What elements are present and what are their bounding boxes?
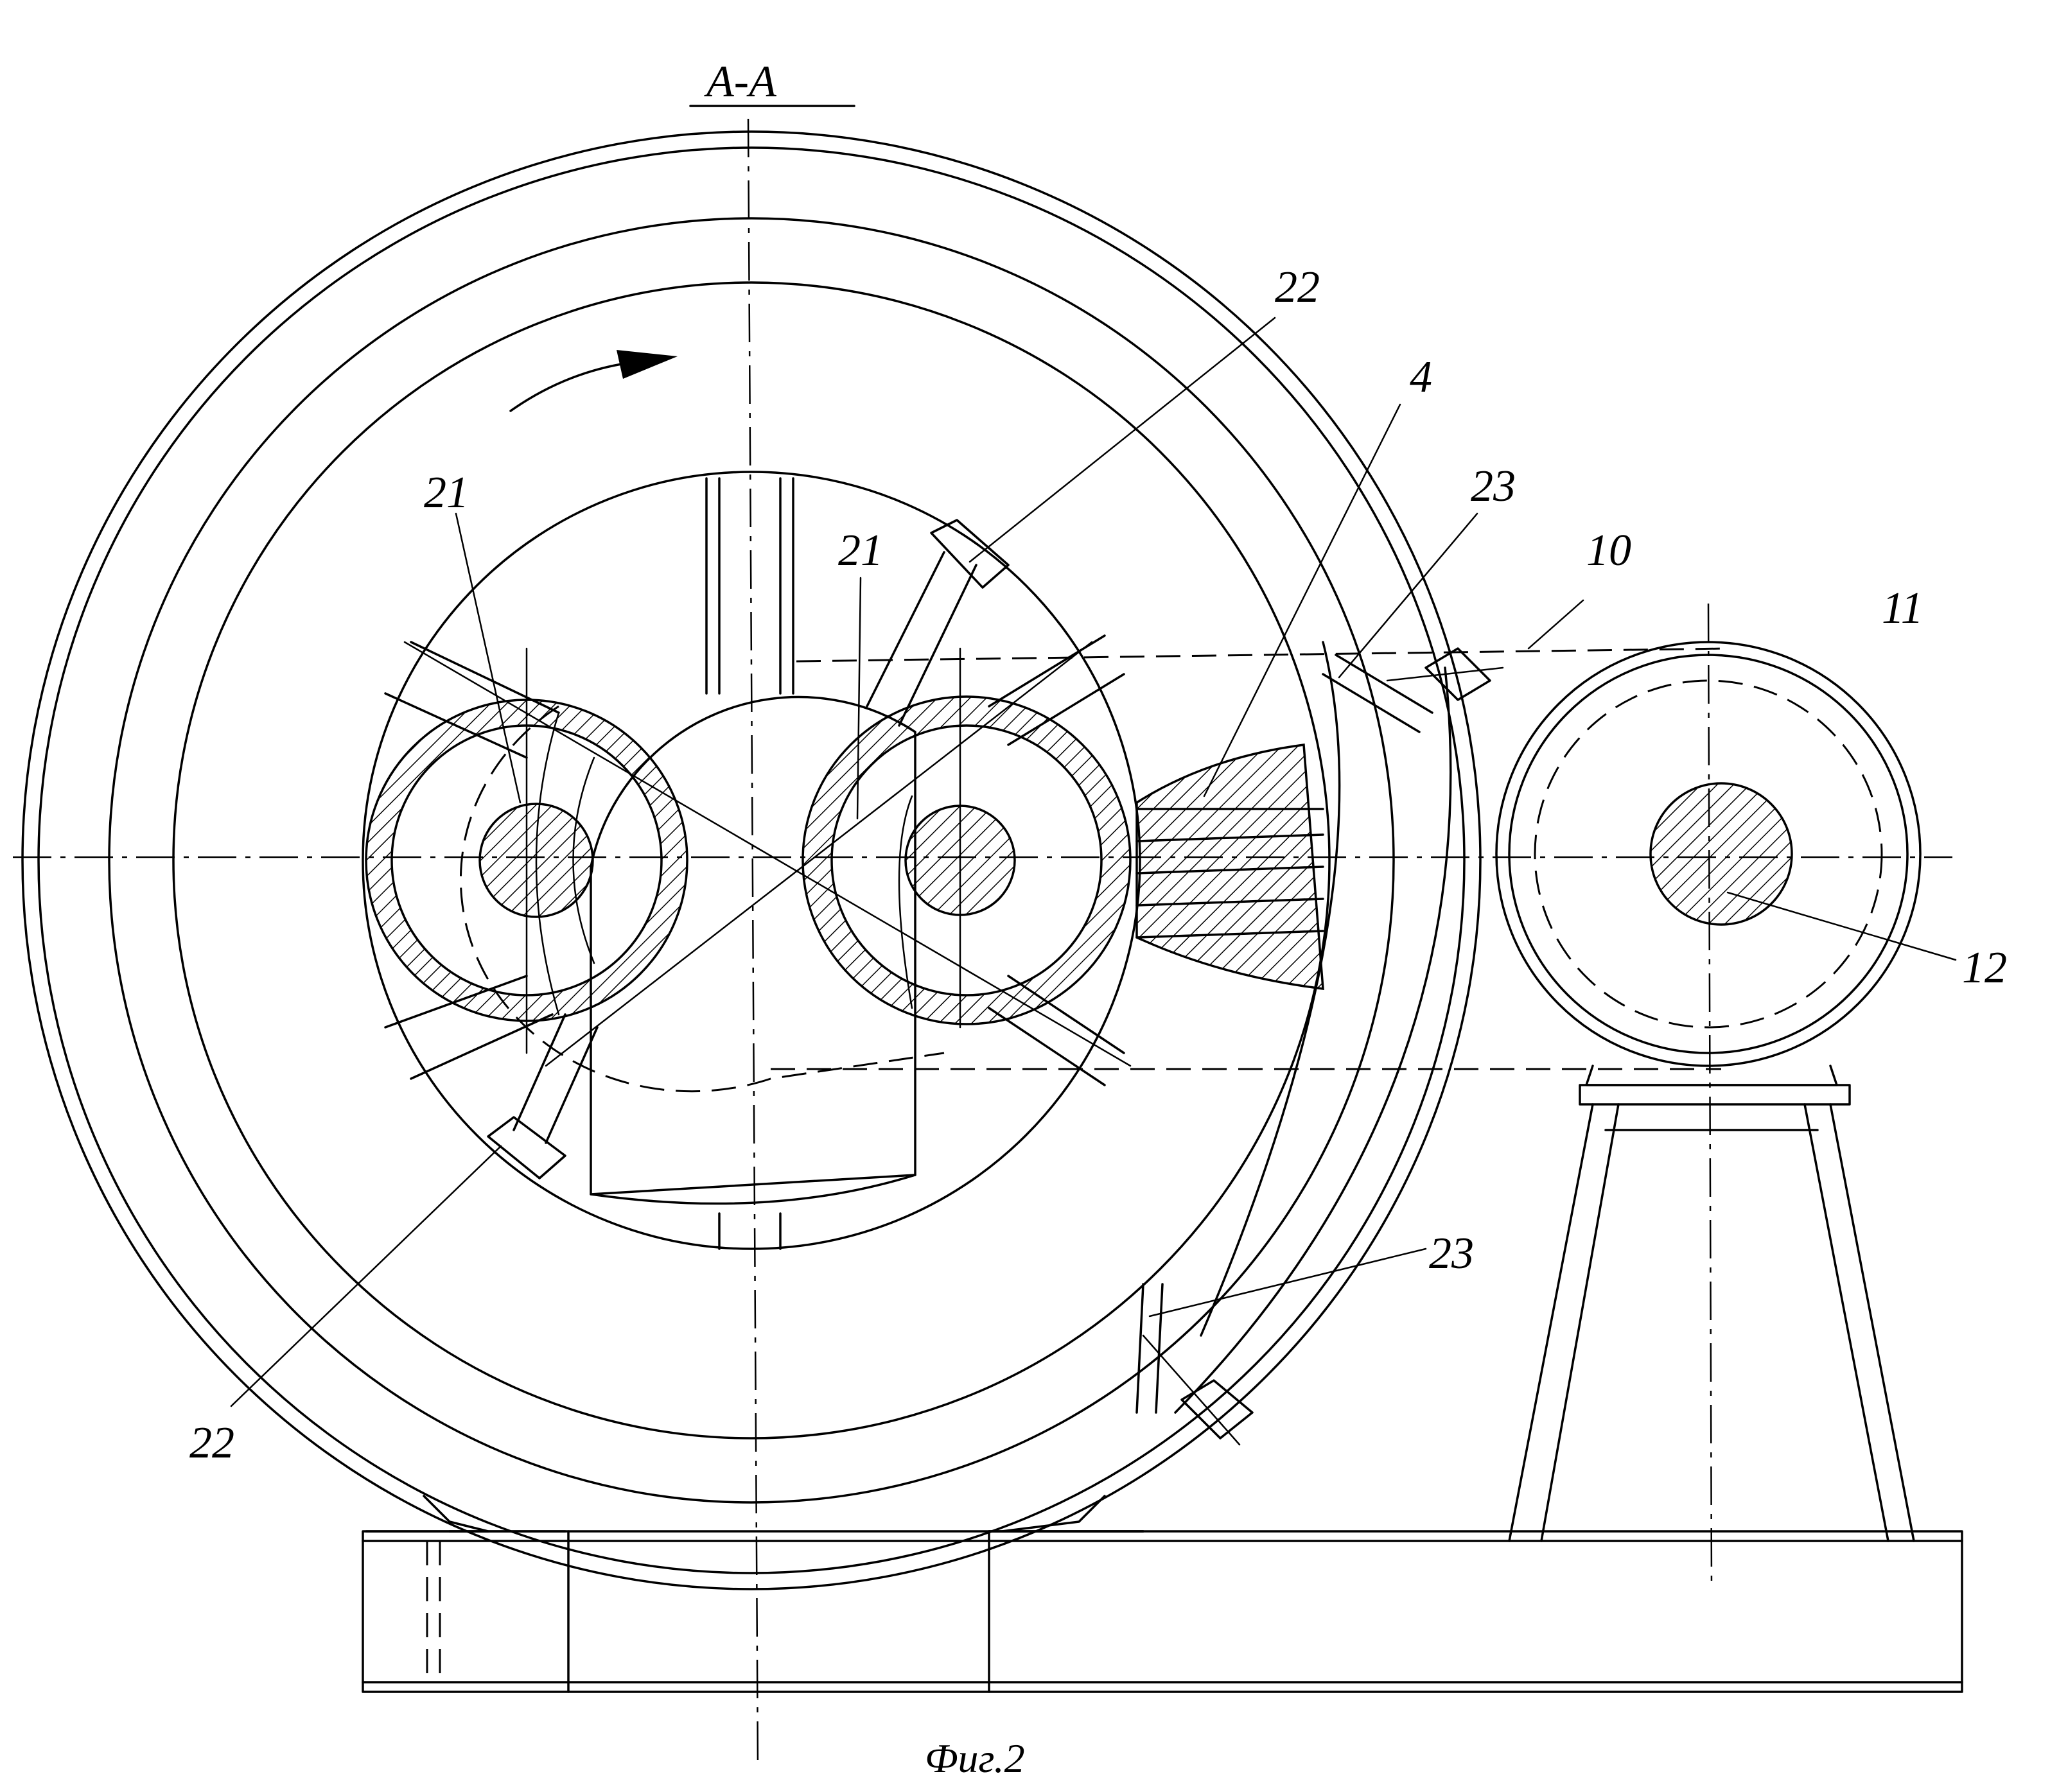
section-label-text: А-А: [704, 57, 776, 107]
hidden-path: [459, 705, 945, 1093]
callout-22-bottom: 22: [189, 1418, 234, 1468]
callout-21-left: 21: [424, 468, 469, 518]
callout-23-bottom: 23: [1429, 1229, 1474, 1278]
belt-drive: [771, 647, 1728, 1070]
section-label: А-А: [689, 57, 855, 107]
base-frame: [362, 1495, 1963, 1693]
bottom-scraper: [1135, 1283, 1254, 1446]
right-roller: [802, 647, 1132, 1029]
figure-caption: Фиг.2: [925, 1735, 1025, 1781]
callouts: 22 4 23 10 11 21 21 12 23 22: [189, 263, 2007, 1468]
pulley: [1495, 641, 1922, 1067]
drum-chute: [1174, 641, 1452, 1414]
struts: [403, 519, 1132, 1179]
brush-assembly: [1135, 744, 1324, 991]
rotation-arrow-icon: [509, 350, 678, 412]
top-scraper: [1322, 647, 1504, 733]
callout-4: 4: [1410, 352, 1432, 402]
callout-22-top: 22: [1275, 263, 1320, 312]
callout-21-right: 21: [838, 526, 883, 575]
pulley-stand: [1508, 1065, 1915, 1542]
center-lines: [13, 118, 1952, 1770]
callout-11: 11: [1882, 584, 1923, 633]
callout-12: 12: [1962, 943, 2007, 993]
left-roller: [365, 647, 688, 1054]
callout-10: 10: [1586, 526, 1631, 575]
leader-lines: [230, 317, 1957, 1407]
drum-outer-rings: [21, 130, 1482, 1590]
inner-disc: [362, 471, 1141, 1250]
callout-23-top: 23: [1471, 462, 1516, 511]
